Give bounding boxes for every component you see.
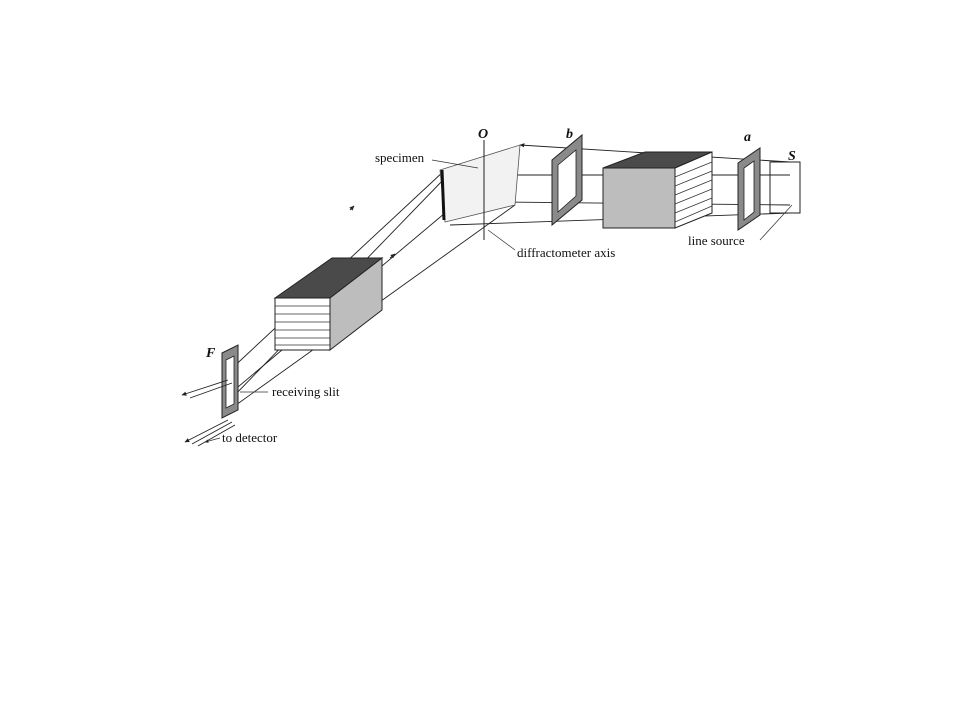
slit-b (551, 133, 583, 227)
label-to-detector: to detector (222, 430, 278, 445)
label-s: S (788, 149, 796, 164)
soller-slits-receiving (273, 256, 384, 352)
label-diffractometer-axis: diffractometer axis (517, 245, 615, 260)
detector-rays (181, 379, 236, 447)
label-o: O (478, 127, 488, 142)
label-line-source: line source (688, 233, 745, 248)
soller-slits-incident (602, 151, 713, 229)
receiving-slit (221, 344, 268, 419)
label-f: F (205, 346, 216, 361)
label-receiving-slit: receiving slit (272, 384, 340, 399)
label-a: a (744, 130, 751, 145)
line-source (759, 161, 801, 241)
specimen (439, 144, 521, 223)
label-specimen: specimen (375, 150, 425, 165)
label-b: b (566, 127, 573, 142)
slit-a (737, 147, 761, 231)
